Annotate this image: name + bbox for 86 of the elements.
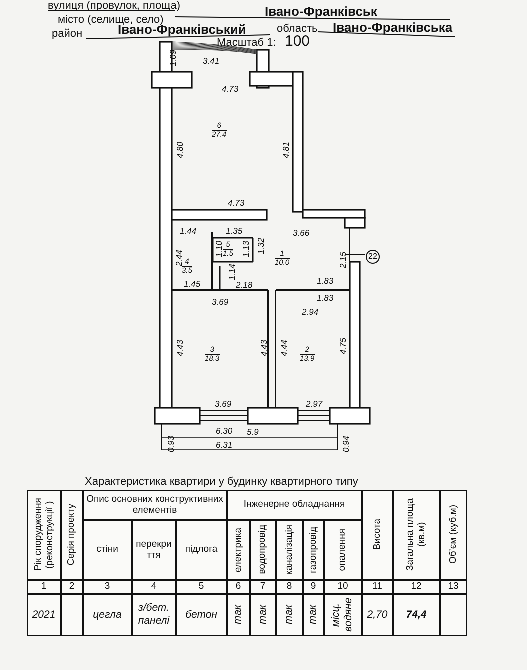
dimension-value: 5.9 — [247, 427, 259, 437]
table-cell: так — [276, 594, 303, 636]
table-cell: місц. водяне — [324, 594, 362, 636]
table-cell: Об’єм (куб.м) — [440, 490, 467, 580]
table-cell: каналізація — [276, 520, 303, 580]
table-cell: цегла — [83, 594, 132, 636]
table-cell: так — [227, 594, 250, 636]
room-label — [223, 241, 234, 258]
dimension-value: 4.81 — [281, 142, 291, 159]
table-cell: 11 — [362, 580, 393, 594]
dimension-value: 2.44 — [174, 250, 184, 267]
table-cell: так — [303, 594, 324, 636]
table-cell: газопровід — [303, 520, 324, 580]
table-cell: з/бет. панелі — [132, 594, 176, 636]
table-cell: 13 — [440, 580, 467, 594]
table-cell: 1 — [27, 580, 61, 594]
dimension-value: 4.43 — [175, 340, 185, 357]
table-cell: 5 — [176, 580, 227, 594]
table-cell: 6 — [227, 580, 250, 594]
dimension-value: 1.14 — [227, 264, 237, 281]
room-label — [182, 258, 192, 276]
dimension-value: 3.41 — [203, 56, 220, 66]
dimension-value: 4.43 — [259, 340, 269, 357]
table-cell: 7 — [250, 580, 276, 594]
dimension-value: 1.44 — [180, 226, 197, 236]
table-title: Характеристика квартири у будинку квартирного типу — [85, 476, 358, 488]
dimension-value: 1.32 — [256, 238, 266, 255]
scale-caption: Масштаб 1: — [217, 37, 276, 49]
table-cell: Інженерне обладнання — [227, 490, 362, 520]
dimension-value: 4.75 — [338, 338, 348, 355]
table-cell: Опис основних конструктивних елементів — [83, 490, 227, 520]
field-caption: область — [277, 23, 318, 35]
dimension-value: 1.83 — [317, 276, 334, 286]
table-cell: опалення — [324, 520, 362, 580]
table-cell: так — [250, 594, 276, 636]
table-cell: 74,4 — [393, 594, 440, 636]
dimension-value: 4.80 — [175, 142, 185, 159]
field-caption: район — [52, 28, 83, 40]
table-cell: 4 — [132, 580, 176, 594]
dimension-value: 2.18 — [236, 280, 253, 290]
table-cell: 9 — [303, 580, 324, 594]
dimension-value: 2.15 — [338, 252, 348, 269]
table-cell: 8 — [276, 580, 303, 594]
room-label — [205, 346, 220, 364]
table-cell: підлога — [176, 520, 227, 580]
scale-value: 100 — [285, 33, 310, 50]
table-cell: перекри ття — [132, 520, 176, 580]
room-label — [300, 346, 315, 364]
field-caption: місто (селище, село) — [58, 14, 164, 26]
dimension-value: 6.30 — [216, 426, 233, 436]
table-cell: бетон — [176, 594, 227, 636]
table-cell: водопровід — [250, 520, 276, 580]
table-cell: електрика — [227, 520, 250, 580]
room-label — [212, 122, 227, 140]
table-cell: 2021 — [27, 594, 61, 636]
dimension-value: 1.35 — [226, 226, 243, 236]
dimension-value: 1.83 — [317, 293, 334, 303]
dimension-value: 1.10 — [214, 241, 224, 258]
table-cell: 12 — [393, 580, 440, 594]
field-value: Івано-Франківськ — [265, 4, 378, 19]
dimension-value: 1.45 — [184, 279, 201, 289]
table-cell: 2 — [61, 580, 83, 594]
dimension-value: 6.31 — [216, 440, 233, 450]
table-cell: 3 — [83, 580, 132, 594]
table-cell: Серія проекту — [61, 490, 83, 580]
table-cell: Висота — [362, 490, 393, 580]
dimension-value: 4.73 — [228, 198, 245, 208]
callout-number: 22 — [366, 250, 380, 264]
dimension-value: 3.69 — [212, 297, 229, 307]
field-value: Івано-Франківська — [333, 20, 453, 35]
field-caption: вулиця (провулок, площа) — [48, 0, 180, 12]
dimension-value: 4.73 — [222, 84, 239, 94]
dimension-value: 1.13 — [241, 241, 251, 258]
table-cell: 2,70 — [362, 594, 393, 636]
room-label — [275, 250, 290, 268]
table-cell: Загальна площа (кв.м) — [393, 490, 440, 580]
dimension-value: 2.94 — [302, 307, 319, 317]
table-cell: Рік спорудження (реконструкції ) — [27, 490, 61, 580]
dimension-value: 4.44 — [279, 340, 289, 357]
dimension-value: 3.66 — [293, 228, 310, 238]
dimension-value: 0.93 — [166, 436, 176, 453]
table-cell: 10 — [324, 580, 362, 594]
dimension-value: 3.69 — [215, 399, 232, 409]
table-cell: стіни — [83, 520, 132, 580]
dimension-value: 0.94 — [341, 436, 351, 453]
dimension-value: 2.97 — [306, 399, 323, 409]
